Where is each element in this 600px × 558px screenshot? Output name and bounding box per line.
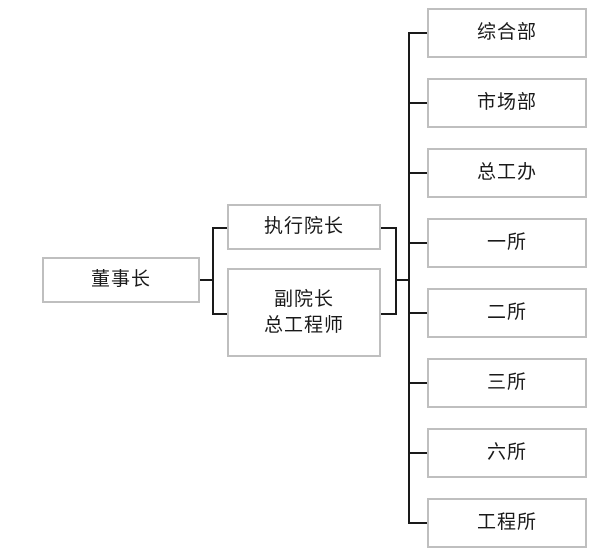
connector-stub-department-1 [408, 32, 428, 34]
node-department-3-label: 总工办 [476, 161, 537, 184]
connector-chairman-stub [200, 279, 214, 281]
connector-stub-department-3 [408, 172, 428, 174]
node-department-2[interactable]: 市场部 [427, 78, 587, 128]
connector-stub-department-8 [408, 522, 428, 524]
connector-stub-department-4 [408, 242, 428, 244]
node-department-3[interactable]: 总工办 [427, 148, 587, 198]
node-department-7-label: 六所 [486, 441, 527, 464]
connector-to-executive-dean [212, 227, 228, 229]
node-department-8[interactable]: 工程所 [427, 498, 587, 548]
node-department-6-label: 三所 [486, 371, 527, 394]
node-executive-dean-label: 执行院长 [263, 215, 344, 238]
connector-vice-dean-out [381, 313, 397, 315]
node-department-4[interactable]: 一所 [427, 218, 587, 268]
node-department-1[interactable]: 综合部 [427, 8, 587, 58]
connector-level2-merge-bracket [395, 227, 397, 315]
node-chairman[interactable]: 董事长 [42, 257, 200, 303]
node-executive-dean[interactable]: 执行院长 [227, 204, 381, 250]
node-vice-dean-chief-engineer[interactable]: 副院长 总工程师 [227, 268, 381, 357]
node-department-7[interactable]: 六所 [427, 428, 587, 478]
node-department-5[interactable]: 二所 [427, 288, 587, 338]
connector-stub-department-6 [408, 382, 428, 384]
node-vice-dean-label-line2: 总工程师 [263, 313, 344, 336]
node-chairman-label: 董事长 [90, 268, 151, 291]
node-department-5-label: 二所 [486, 301, 527, 324]
node-department-1-label: 综合部 [476, 21, 537, 44]
node-department-6[interactable]: 三所 [427, 358, 587, 408]
node-vice-dean-label-line1: 副院长 [273, 287, 334, 310]
node-department-8-label: 工程所 [476, 511, 537, 534]
connector-executive-dean-out [381, 227, 397, 229]
connector-level2-bracket [212, 227, 214, 315]
connector-stub-department-5 [408, 312, 428, 314]
connector-merge-to-trunk [395, 279, 410, 281]
connector-stub-department-2 [408, 102, 428, 104]
node-department-4-label: 一所 [486, 231, 527, 254]
connector-to-vice-dean [212, 313, 228, 315]
node-department-2-label: 市场部 [476, 91, 537, 114]
connector-main-trunk [408, 33, 410, 523]
connector-stub-department-7 [408, 452, 428, 454]
